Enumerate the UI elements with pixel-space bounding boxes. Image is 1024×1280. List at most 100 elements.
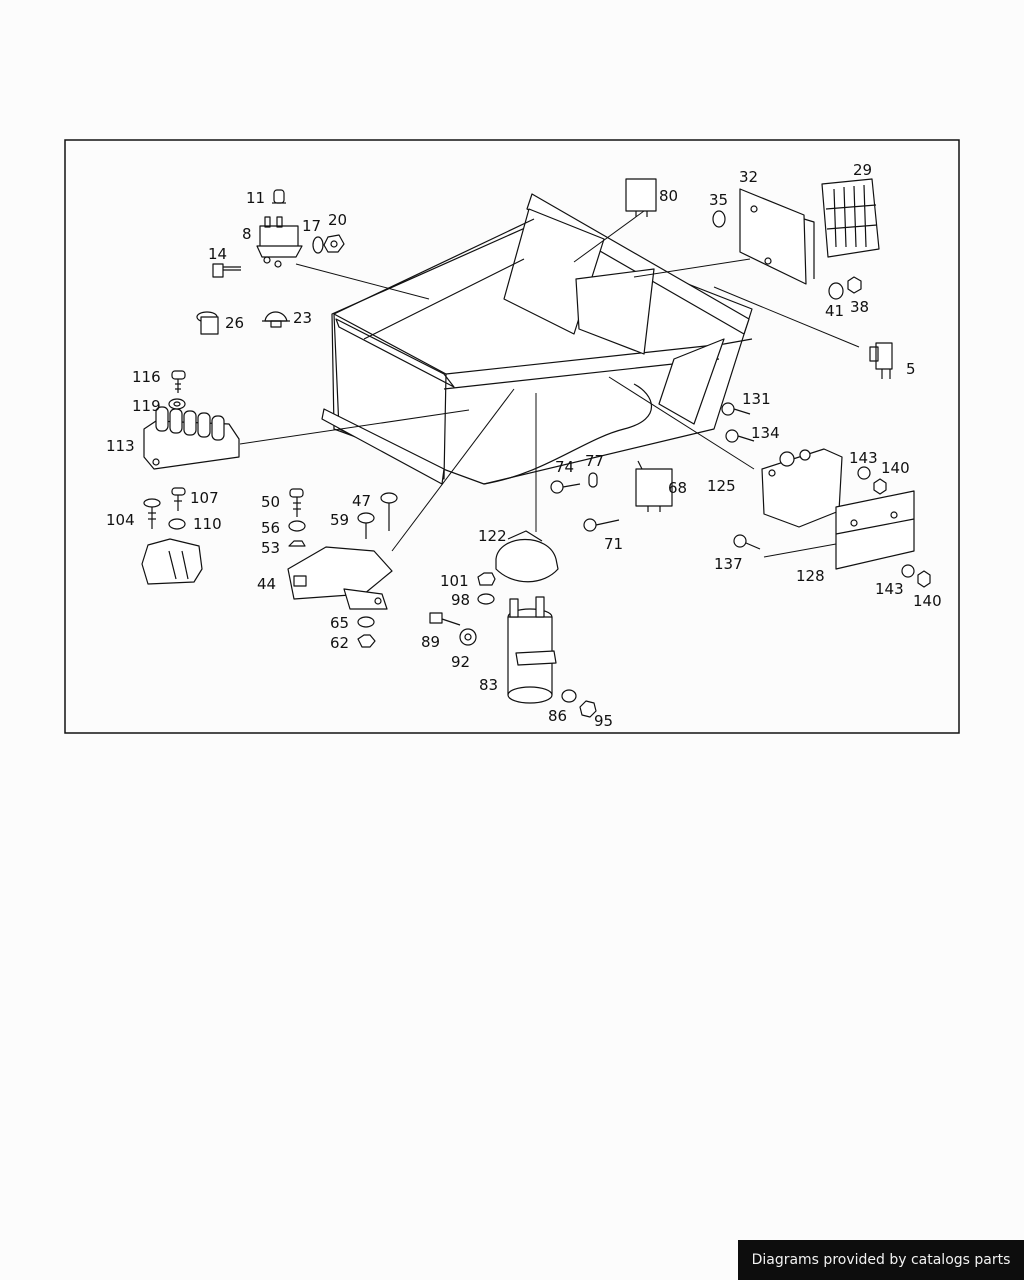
screw-116-icon — [171, 370, 186, 393]
leader-lines — [239, 210, 860, 558]
nut-95-icon — [579, 700, 597, 718]
callout-62: 62 — [330, 634, 349, 652]
callout-14: 14 — [208, 245, 227, 263]
parts-diagram: 5 8 11 14 17 20 23 26 29 32 35 38 41 44 … — [64, 139, 960, 734]
washer-110-icon — [168, 518, 186, 530]
distributor-cap-122-icon — [495, 530, 559, 583]
callout-47: 47 — [352, 492, 371, 510]
screw-50-icon — [289, 488, 304, 517]
screw-59-icon — [357, 512, 375, 539]
bolt-134-icon — [725, 429, 755, 443]
screw-104-icon — [143, 498, 161, 529]
washer-53-icon — [288, 540, 306, 547]
washer-98-icon — [477, 593, 495, 605]
callout-17: 17 — [302, 217, 321, 235]
bracket-44-icon — [287, 546, 393, 610]
fuse-box-29-icon — [821, 178, 880, 258]
callout-86: 86 — [548, 707, 567, 725]
callout-137: 137 — [714, 555, 743, 573]
bolt-137-icon — [733, 534, 761, 550]
callout-95: 95 — [594, 712, 613, 730]
callout-92: 92 — [451, 653, 470, 671]
callout-110: 110 — [193, 515, 222, 533]
callout-134: 134 — [751, 424, 780, 442]
washer-92-icon — [459, 628, 477, 646]
bolt-89-icon — [429, 612, 461, 626]
callout-80: 80 — [659, 187, 678, 205]
callout-11: 11 — [246, 189, 265, 207]
component-tray — [321, 193, 753, 485]
callout-50: 50 — [261, 493, 280, 511]
washer-65-icon — [357, 616, 375, 628]
nut-38-icon — [847, 276, 862, 294]
callout-26: 26 — [225, 314, 244, 332]
washer-143-top-icon — [857, 466, 871, 480]
callout-71: 71 — [604, 535, 623, 553]
washer-17-icon — [312, 236, 324, 254]
bolt-131-icon — [721, 402, 751, 416]
nut-20-icon — [323, 234, 345, 253]
callout-32: 32 — [739, 168, 758, 186]
grommet-35-icon — [712, 210, 726, 228]
nut-62-icon — [357, 634, 376, 648]
screw-14-icon — [212, 263, 241, 278]
screw-107-icon — [171, 487, 186, 511]
credit-badge: Diagrams provided by catalogs parts — [738, 1240, 1024, 1280]
washer-86-icon — [561, 689, 577, 703]
callout-116: 116 — [132, 368, 161, 386]
washer-143-bottom-icon — [901, 564, 915, 578]
callout-89: 89 — [421, 633, 440, 651]
callout-140-top: 140 — [881, 459, 910, 477]
exploded-view-drawing: 5 8 11 14 17 20 23 26 29 32 35 38 41 44 … — [64, 139, 960, 734]
callout-107: 107 — [190, 489, 219, 507]
callout-143-bottom: 143 — [875, 580, 904, 598]
callout-143-top: 143 — [849, 449, 878, 467]
nut-140-top-icon — [873, 478, 887, 495]
callout-38: 38 — [850, 298, 869, 316]
callout-41: 41 — [825, 302, 844, 320]
callout-29: 29 — [853, 161, 872, 179]
callout-104: 104 — [106, 511, 135, 529]
washer-56-icon — [288, 520, 306, 532]
callout-65: 65 — [330, 614, 349, 632]
washer-119-icon — [168, 398, 186, 410]
relay-68-icon — [635, 460, 673, 512]
callout-labels: 5 8 11 14 17 20 23 26 29 32 35 38 41 44 … — [106, 161, 942, 730]
control-unit-113-icon — [143, 406, 240, 470]
callout-101: 101 — [440, 572, 469, 590]
relay-8-icon — [256, 216, 303, 268]
sensor-5-icon — [869, 342, 893, 379]
grommet-26-icon — [196, 311, 219, 335]
credit-text: Diagrams provided by catalogs parts — [751, 1252, 1011, 1268]
nut-140-bottom-icon — [917, 570, 931, 588]
callout-83: 83 — [479, 676, 498, 694]
callout-122: 122 — [478, 527, 507, 545]
relay-80-icon — [625, 178, 657, 217]
control-module-125-icon — [761, 448, 843, 528]
callout-44: 44 — [257, 575, 276, 593]
screw-47-icon — [380, 492, 398, 531]
callout-131: 131 — [742, 390, 771, 408]
callout-5: 5 — [906, 360, 916, 378]
callout-68: 68 — [668, 479, 687, 497]
bracket-128-icon — [835, 490, 915, 570]
callout-53: 53 — [261, 539, 280, 557]
cover-icon — [141, 538, 203, 585]
callout-113: 113 — [106, 437, 135, 455]
diagram-border — [64, 139, 960, 734]
plug-23-icon — [262, 311, 290, 328]
cap-11-icon — [272, 189, 286, 204]
callout-98: 98 — [451, 591, 470, 609]
callout-125: 125 — [707, 477, 736, 495]
callout-119: 119 — [132, 397, 161, 415]
callout-20: 20 — [328, 211, 347, 229]
callout-59: 59 — [330, 511, 349, 529]
washer-41-icon — [828, 282, 844, 300]
callout-77: 77 — [585, 452, 604, 470]
screw-74-icon — [550, 480, 581, 494]
ignition-coil-83-icon — [507, 596, 557, 704]
callout-8: 8 — [242, 225, 252, 243]
clip-77-icon — [588, 472, 598, 488]
callout-35: 35 — [709, 191, 728, 209]
nut-101-icon — [477, 572, 496, 586]
